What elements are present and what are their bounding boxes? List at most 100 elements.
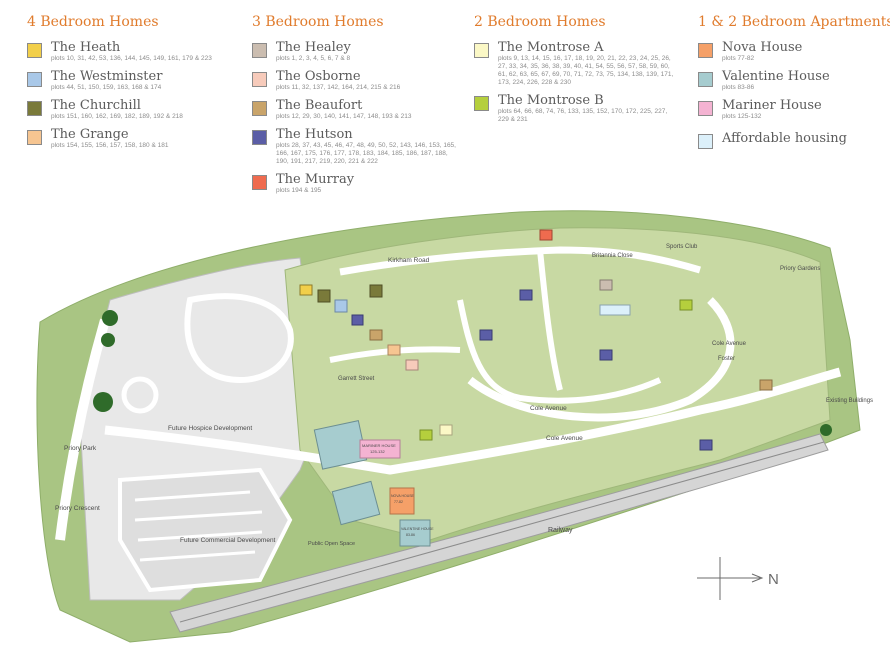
compass-north-label: N bbox=[768, 571, 779, 588]
legend-4-bedroom: 4 Bedroom Homes The Heath plots 10, 31, … bbox=[27, 14, 212, 156]
plot-hutson[interactable] bbox=[351, 314, 364, 326]
label-nova-house: NOVA HOUSE bbox=[391, 494, 415, 498]
mariner-house-marker[interactable] bbox=[359, 439, 401, 459]
label-priory-park: Priory Park bbox=[64, 445, 97, 452]
legend-item-montrose-b[interactable]: The Montrose B plots 64, 66, 68, 74, 76,… bbox=[474, 93, 674, 124]
legend-item-murray[interactable]: The Murray plots 194 & 195 bbox=[252, 172, 457, 195]
plot-hutson[interactable] bbox=[599, 349, 613, 361]
legend-item-osborne[interactable]: The Osborne plots 11, 32, 137, 142, 164,… bbox=[252, 69, 457, 92]
legend-item-valentine[interactable]: Valentine House plots 83-86 bbox=[698, 69, 890, 92]
legend-3-bedroom: 3 Bedroom Homes The Healey plots 1, 2, 3… bbox=[252, 14, 457, 201]
label-cole-avenue: Cole Avenue bbox=[530, 405, 567, 412]
swatch bbox=[474, 43, 489, 58]
commercial-parking bbox=[118, 467, 293, 593]
label-foster: Foster bbox=[718, 356, 735, 362]
legend-title: 1 & 2 Bedroom Apartments bbox=[698, 14, 890, 30]
commercial-bays bbox=[134, 490, 263, 562]
swatch bbox=[252, 72, 267, 87]
compass-arrow bbox=[751, 573, 764, 583]
legend: 4 Bedroom Homes The Heath plots 10, 31, … bbox=[0, 0, 890, 210]
plot-churchill[interactable] bbox=[369, 284, 383, 298]
road-main-spine bbox=[104, 367, 842, 475]
label-mariner-house: MARINER HOUSE bbox=[362, 443, 396, 448]
plot-murray[interactable] bbox=[539, 229, 553, 241]
swatch bbox=[698, 134, 713, 149]
legend-item-mariner[interactable]: Mariner House plots 125-132 bbox=[698, 98, 890, 121]
swatch bbox=[474, 96, 489, 111]
plot-montrose-b[interactable] bbox=[419, 429, 433, 441]
mariner-house-building[interactable] bbox=[313, 420, 368, 470]
plot-affordable[interactable] bbox=[599, 304, 631, 316]
swatch bbox=[252, 175, 267, 190]
plot-grange[interactable] bbox=[387, 344, 401, 356]
plot-westminster[interactable] bbox=[334, 299, 348, 313]
label-priory-gardens: Priory Gardens bbox=[780, 266, 820, 272]
tree bbox=[101, 333, 115, 347]
plot-churchill[interactable] bbox=[317, 289, 331, 303]
plot-osborne[interactable] bbox=[405, 359, 419, 371]
swatch bbox=[252, 101, 267, 116]
plot-healey[interactable] bbox=[599, 279, 613, 291]
site-plan-svg[interactable]: Kirkham Road Garrett Street Cole Avenue … bbox=[0, 200, 890, 650]
roundabout bbox=[121, 376, 159, 414]
swatch bbox=[698, 43, 713, 58]
road-kirkham bbox=[339, 246, 702, 276]
legend-item-affordable[interactable]: Affordable housing bbox=[698, 131, 890, 153]
road-link bbox=[537, 249, 563, 391]
tree bbox=[93, 392, 113, 412]
label-railway: Railway bbox=[548, 527, 573, 534]
hospice-parking bbox=[184, 293, 294, 384]
road-cole-avenue bbox=[467, 297, 735, 422]
legend-item-montrose-a[interactable]: The Montrose A plots 9, 13, 14, 15, 16, … bbox=[474, 40, 674, 87]
label-mariner-plots: 125-132 bbox=[370, 449, 385, 454]
swatch bbox=[252, 130, 267, 145]
legend-title: 2 Bedroom Homes bbox=[474, 14, 606, 30]
plot-hutson[interactable] bbox=[479, 329, 493, 341]
swatch bbox=[27, 72, 42, 87]
swatch bbox=[27, 130, 42, 145]
swatch bbox=[27, 43, 42, 58]
plot-hutson[interactable] bbox=[519, 289, 533, 301]
swatch bbox=[698, 72, 713, 87]
label-hospice: Future Hospice Development bbox=[168, 425, 252, 432]
label-cole-avenue-south: Cole Avenue bbox=[546, 435, 583, 442]
legend-title: 4 Bedroom Homes bbox=[27, 14, 159, 30]
legend-item-hutson[interactable]: The Hutson plots 28, 37, 43, 45, 46, 47,… bbox=[252, 127, 457, 166]
plot-montrose-b[interactable] bbox=[679, 299, 693, 311]
valentine-house-building[interactable] bbox=[331, 480, 381, 526]
compass: N bbox=[697, 557, 779, 600]
label-priory-crescent: Priory Crescent bbox=[55, 505, 100, 512]
label-sports-club: Sports Club bbox=[666, 244, 698, 250]
plot-beaufort[interactable] bbox=[759, 379, 773, 391]
house-plots[interactable] bbox=[299, 229, 773, 451]
plot-heath[interactable] bbox=[299, 284, 313, 296]
label-kirkham-road: Kirkham Road bbox=[388, 257, 430, 264]
legend-item-beaufort[interactable]: The Beaufort plots 12, 29, 30, 140, 141,… bbox=[252, 98, 457, 121]
valentine-house-marker[interactable] bbox=[399, 519, 431, 547]
plot-montrose-a[interactable] bbox=[439, 424, 453, 436]
label-britannia-close: Britannia Close bbox=[592, 253, 633, 259]
label-public-open-space: Public Open Space bbox=[308, 541, 355, 547]
label-cole-avenue-east: Cole Avenue bbox=[712, 341, 747, 347]
legend-item-nova[interactable]: Nova House plots 77-82 bbox=[698, 40, 890, 63]
legend-item-heath[interactable]: The Heath plots 10, 31, 42, 53, 136, 144… bbox=[27, 40, 212, 63]
label-commercial: Future Commercial Development bbox=[180, 537, 276, 544]
nova-house-marker[interactable] bbox=[389, 487, 415, 515]
swatch bbox=[698, 101, 713, 116]
legend-item-westminster[interactable]: The Westminster plots 44, 51, 150, 159, … bbox=[27, 69, 212, 92]
legend-item-healey[interactable]: The Healey plots 1, 2, 3, 4, 5, 6, 7 & 8 bbox=[252, 40, 457, 63]
site-plan-map[interactable]: Kirkham Road Garrett Street Cole Avenue … bbox=[0, 200, 890, 650]
legend-item-churchill[interactable]: The Churchill plots 151, 160, 162, 169, … bbox=[27, 98, 212, 121]
label-existing-buildings: Existing Buildings bbox=[826, 398, 873, 404]
plot-hutson[interactable] bbox=[699, 439, 713, 451]
tree bbox=[820, 424, 832, 436]
swatch bbox=[252, 43, 267, 58]
swatch bbox=[27, 101, 42, 116]
label-nova-plots: 77-82 bbox=[394, 500, 403, 504]
label-valentine-plots: 83-86 bbox=[406, 533, 415, 537]
plot-beaufort[interactable] bbox=[369, 329, 383, 341]
legend-item-grange[interactable]: The Grange plots 154, 155, 156, 157, 158… bbox=[27, 127, 212, 150]
road-loop bbox=[457, 299, 662, 404]
legend-2-bedroom: 2 Bedroom Homes The Montrose A plots 9, … bbox=[474, 14, 674, 130]
railway-track bbox=[179, 441, 825, 623]
